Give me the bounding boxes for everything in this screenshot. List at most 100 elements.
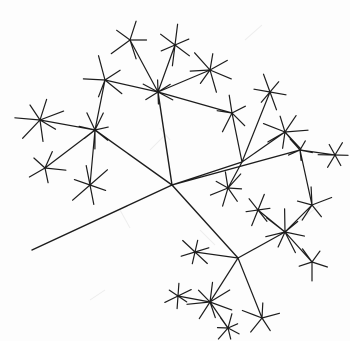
leaf-stroke (178, 290, 191, 296)
branch (195, 252, 238, 258)
leaf-stroke (258, 208, 270, 210)
leaf-stroke (40, 99, 47, 120)
leaf-stroke (87, 113, 95, 130)
leaf-stroke (175, 24, 178, 45)
leaf-stroke (45, 168, 66, 170)
leaf-stroke (29, 168, 45, 177)
leaf-stroke (175, 39, 189, 45)
leaf-stroke (95, 127, 108, 130)
leaf-stroke (165, 296, 178, 302)
leaf-stroke (264, 124, 286, 132)
leaf-stroke (210, 60, 227, 70)
leaf-stroke (117, 30, 130, 40)
branch (232, 113, 242, 162)
leaf-stroke (210, 70, 216, 92)
leaf-stroke (178, 283, 179, 296)
leaf-stroke (187, 302, 210, 304)
leaf-stroke (40, 120, 43, 141)
leaf-stroke (181, 252, 195, 256)
leaf-stroke (262, 303, 263, 318)
leaf-stroke (195, 240, 198, 252)
branch (210, 258, 238, 302)
leaf-stroke (210, 54, 213, 70)
branch (242, 92, 270, 162)
leaf-stroke (146, 92, 158, 100)
leaf-stroke (303, 249, 313, 262)
leaf-stroke (211, 188, 229, 195)
leaf-stroke (99, 56, 106, 80)
leaf-stroke (74, 180, 90, 185)
branch (285, 232, 312, 262)
leaf-stroke (210, 70, 231, 79)
leaf-stroke (329, 145, 335, 156)
leaf-stroke (177, 296, 178, 309)
leaf-stroke (264, 74, 271, 92)
leaf-stroke (285, 132, 301, 149)
leaf-stroke (169, 290, 178, 296)
leaf-stroke (34, 158, 45, 168)
leaf-stroke (335, 155, 341, 166)
leaf-stroke (300, 141, 305, 150)
leaf-clusters (15, 21, 348, 339)
leaf-stroke (285, 116, 296, 132)
leaf-stroke (210, 290, 230, 302)
leaf-stroke (218, 328, 228, 339)
leaf-stroke (199, 302, 210, 319)
leaf-stroke (298, 201, 313, 205)
leaf-stroke (216, 181, 228, 188)
leaf-stroke (221, 318, 228, 328)
leaf-stroke (23, 120, 40, 138)
leaf-stroke (312, 251, 320, 262)
leaf-stroke (262, 313, 279, 318)
leaf-stroke (312, 205, 321, 217)
leaf-stroke (285, 130, 308, 132)
leaf-stroke (258, 194, 264, 210)
branch (158, 92, 232, 113)
primary-branch (158, 92, 172, 185)
primary-branch (95, 130, 172, 185)
leaf-stroke (268, 132, 285, 142)
leaf-stroke (228, 314, 232, 328)
leaf-stroke (73, 185, 90, 200)
leaf-stroke (283, 132, 285, 148)
leaf-stroke (267, 218, 285, 232)
leaf-stroke (280, 116, 285, 132)
leaf-stroke (335, 143, 342, 155)
leaf-stroke (84, 130, 95, 138)
leaf-stroke (312, 198, 332, 206)
leaf-stroke (223, 113, 233, 132)
leaf-stroke (254, 89, 270, 92)
leaf-stroke (299, 262, 312, 266)
leaf-stroke (270, 92, 277, 110)
leaf-stroke (246, 210, 258, 212)
leaf-stroke (45, 168, 48, 183)
trunk-branch (32, 185, 172, 250)
leaf-stroke (229, 95, 232, 113)
leaf-stroke (249, 199, 258, 210)
leaf-stroke (183, 241, 195, 253)
leaf-stroke (40, 111, 64, 120)
leaf-stroke (261, 92, 270, 102)
leaf-stroke (90, 185, 94, 204)
leaf-stroke (252, 210, 258, 226)
tree-branches (32, 40, 335, 328)
leaf-stroke (90, 170, 107, 185)
leaf-stroke (262, 318, 270, 331)
leaf-stroke (285, 222, 298, 233)
branch (238, 258, 262, 318)
leaf-stroke (192, 252, 195, 264)
leaf-stroke (130, 21, 136, 40)
leaf-stroke (270, 82, 279, 92)
branch (238, 232, 285, 258)
branch (300, 150, 312, 205)
leaf-stroke (228, 188, 242, 189)
leaf-stroke (15, 118, 40, 120)
leaf-stroke (266, 232, 285, 237)
leaf-stroke (223, 188, 228, 206)
leaf-stroke (175, 45, 189, 56)
leaf-stroke (251, 318, 262, 332)
branch (95, 80, 105, 130)
leaf-stroke (161, 34, 175, 45)
